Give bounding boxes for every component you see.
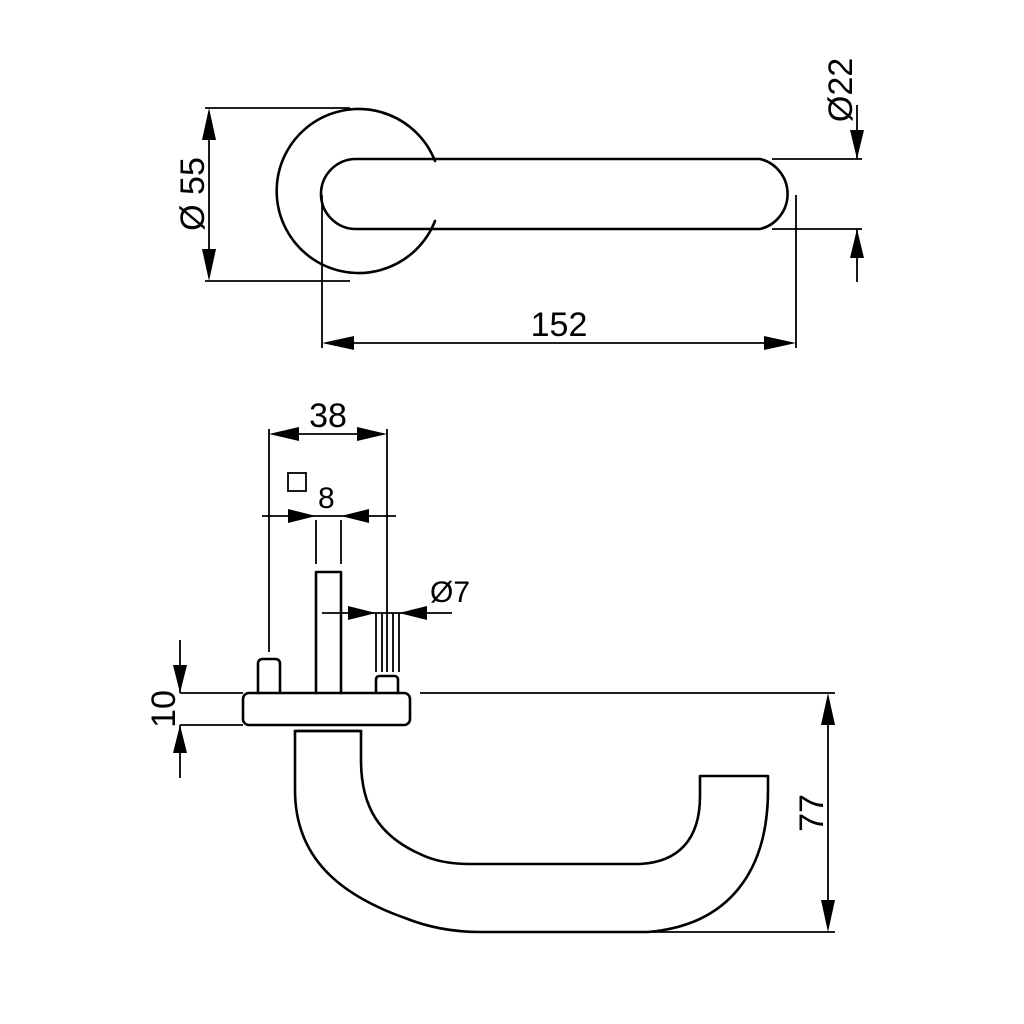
projection-dimension: 77 [793,693,835,932]
handle-diameter-label: Ø22 [822,58,860,122]
handle-length-label: 152 [531,306,588,344]
screw-diameter-label: Ø7 [430,576,470,609]
right-pin [374,674,400,695]
rose-plate [241,691,412,727]
rose-height-label: 10 [145,690,183,728]
handle-diameter-dimension: Ø22 [772,58,864,282]
square-symbol-icon [287,472,307,492]
rose-height-dimension: 10 [145,640,187,778]
left-pin [256,657,282,695]
top-view: Ø 55 Ø22 152 [174,58,864,350]
square-spindle-dimension: 8 [262,472,396,523]
side-view: 38 8 Ø7 10 77 [145,397,835,934]
projection-label: 77 [793,794,831,832]
spindle-span-dimension: 38 [268,397,388,672]
lever-side-outline [293,729,770,934]
square-spindle-label: 8 [318,482,335,515]
lever-outline [319,157,789,231]
screw-diameter-dimension: Ø7 [322,576,470,620]
rose-diameter-dimension: Ø 55 [174,107,350,282]
handle-length-dimension: 152 [321,195,797,350]
square-spindle [314,570,343,695]
rose-diameter-label: Ø 55 [174,157,212,231]
spindle-span-label: 38 [309,397,347,435]
rose-outline [275,107,437,275]
